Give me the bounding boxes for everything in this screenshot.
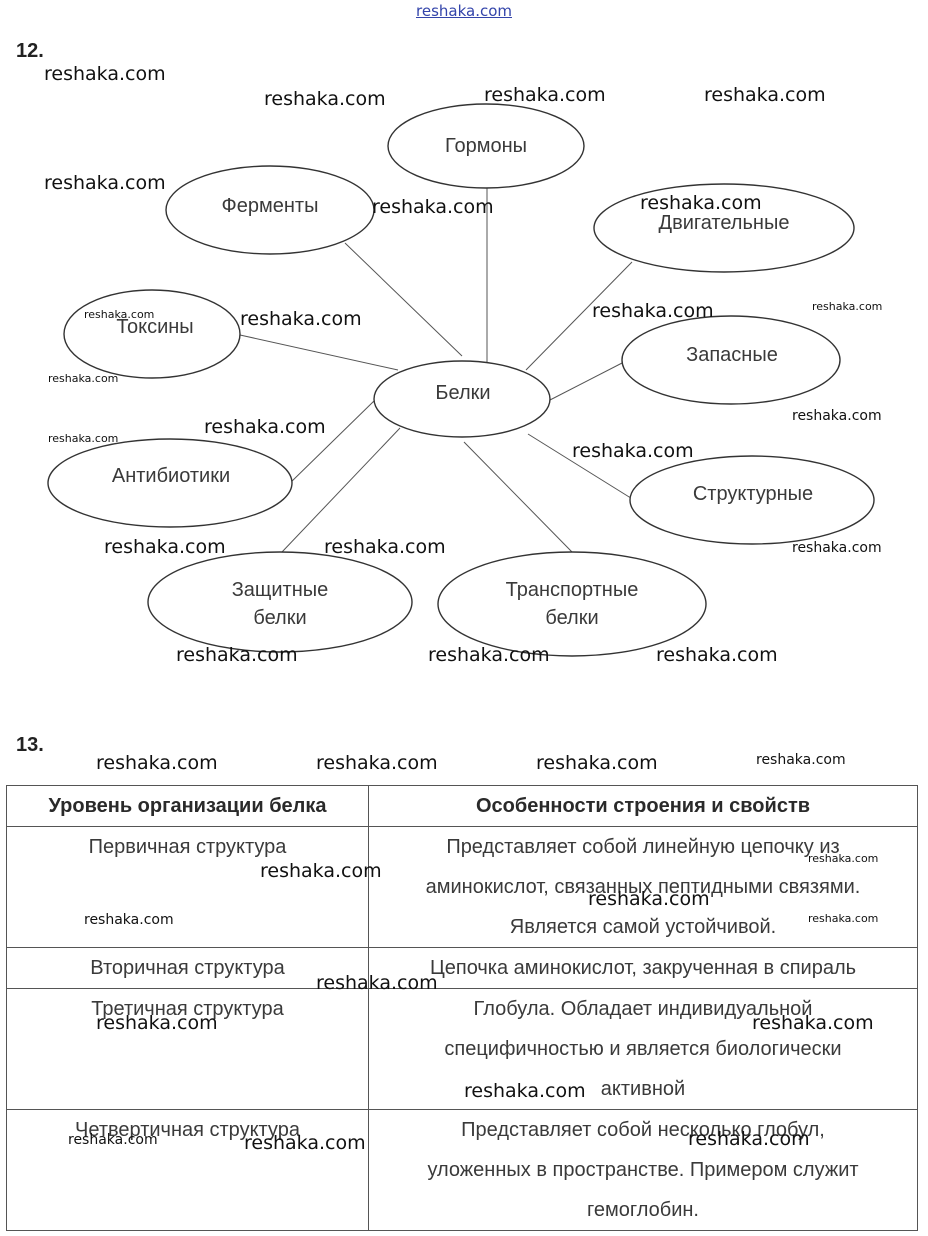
node-label-protective-line1: Защитные (232, 579, 329, 601)
node-center-proteins (373, 360, 551, 438)
table-header-row: Уровень организации белка Особенности ст… (6, 785, 918, 827)
features-line: аминокислот, связанных пептидными связям… (425, 876, 861, 898)
watermark: reshaka.com (428, 644, 550, 666)
node-label-hormones: Гормоны (445, 135, 527, 157)
table-row: Первичная структура Представляет собой л… (6, 826, 918, 948)
watermark: reshaka.com (84, 912, 174, 928)
watermark: reshaka.com (464, 1080, 586, 1102)
features-line: Представляет собой несколько глобул, (461, 1119, 825, 1141)
site-link[interactable]: reshaka.com (416, 2, 512, 20)
features-line: активной (600, 1078, 686, 1100)
watermark: reshaka.com (704, 84, 826, 106)
task-12-number: 12. (16, 40, 44, 62)
watermark: reshaka.com (176, 644, 298, 666)
node-structural (629, 455, 875, 545)
connector-toxins (239, 334, 399, 371)
node-toxins (63, 289, 241, 379)
node-transport (437, 551, 707, 657)
watermark: reshaka.com (84, 308, 155, 321)
features-line: Является самой устойчивой. (509, 916, 777, 938)
node-enzymes (165, 165, 375, 255)
connector-structural (527, 433, 635, 501)
connector-motor (525, 261, 633, 371)
connector-protective (281, 427, 401, 553)
watermark: reshaka.com (204, 416, 326, 438)
watermark: reshaka.com (316, 972, 438, 994)
watermark: reshaka.com (68, 1132, 158, 1148)
features-line: гемоглобин. (587, 1199, 699, 1221)
watermark: reshaka.com (372, 196, 494, 218)
protein-functions-diagram: Гормоны Ферменты Двигательные Токсины За… (47, 103, 875, 657)
watermark: reshaka.com (324, 536, 446, 558)
node-label-motor: Двигательные (659, 212, 790, 234)
connector-enzymes (344, 242, 463, 357)
header-features: Особенности строения и свойств (368, 785, 918, 827)
features-cell: Цепочка аминокислот, закрученная в спира… (368, 947, 918, 989)
watermark: reshaka.com (792, 408, 882, 424)
node-label-enzymes: Ферменты (222, 195, 319, 217)
connector-transport (463, 441, 573, 553)
features-line: специфичностью и является биологически (444, 1038, 842, 1060)
node-label-center: Белки (435, 382, 490, 404)
watermark: reshaka.com (240, 308, 362, 330)
watermark: reshaka.com (44, 172, 166, 194)
node-label-storage: Запасные (686, 344, 778, 366)
features-line: Глобула. Обладает индивидуальной (473, 998, 813, 1020)
node-storage (621, 315, 841, 405)
watermark: reshaka.com (808, 852, 879, 865)
watermark: reshaka.com (536, 752, 658, 774)
watermark: reshaka.com (752, 1012, 874, 1034)
node-protective (147, 551, 413, 653)
level-cell: Четвертичная структура (6, 1109, 369, 1231)
features-cell: Представляет собой несколько глобул, уло… (368, 1109, 918, 1231)
watermark: reshaka.com (48, 372, 119, 385)
watermark: reshaka.com (756, 752, 846, 768)
watermark: reshaka.com (244, 1132, 366, 1154)
watermark: reshaka.com (316, 752, 438, 774)
watermark: reshaka.com (572, 440, 694, 462)
level-cell: Вторичная структура (6, 947, 369, 989)
node-antibiotics (47, 438, 293, 528)
watermark: reshaka.com (688, 1128, 810, 1150)
features-line: Представляет собой линейную цепочку из (446, 836, 840, 858)
protein-structure-table: Уровень организации белка Особенности ст… (6, 785, 918, 1231)
table-row: Третичная структура Глобула. Обладает ин… (6, 988, 918, 1110)
watermark: reshaka.com (812, 300, 883, 313)
level-cell: Третичная структура (6, 988, 369, 1110)
watermark: reshaka.com (104, 536, 226, 558)
watermark: reshaka.com (48, 432, 119, 445)
node-label-transport-line2: белки (545, 607, 598, 629)
watermark: reshaka.com (808, 912, 879, 925)
node-label-antibiotics: Антибиотики (112, 465, 230, 487)
node-label-transport-line1: Транспортные (506, 579, 639, 601)
table-row: Четвертичная структура Представляет собо… (6, 1109, 918, 1231)
watermark: reshaka.com (260, 860, 382, 882)
table-row: Вторичная структура Цепочка аминокислот,… (6, 947, 918, 989)
watermark: reshaka.com (264, 88, 386, 110)
node-label-toxins: Токсины (116, 316, 193, 338)
connector-antibiotics (287, 399, 376, 486)
header-level: Уровень организации белка (6, 785, 369, 827)
task-13-number: 13. (16, 734, 44, 756)
node-hormones (387, 103, 585, 189)
features-cell: Глобула. Обладает индивидуальной специфи… (368, 988, 918, 1110)
watermark: reshaka.com (484, 84, 606, 106)
node-motor (593, 183, 855, 273)
level-cell: Первичная структура (6, 826, 369, 948)
watermark: reshaka.com (96, 1012, 218, 1034)
features-cell: Представляет собой линейную цепочку из а… (368, 826, 918, 948)
node-label-protective-line2: белки (253, 607, 306, 629)
watermark: reshaka.com (96, 752, 218, 774)
watermark: reshaka.com (588, 888, 710, 910)
node-label-structural: Структурные (693, 483, 813, 505)
watermark: reshaka.com (592, 300, 714, 322)
watermark: reshaka.com (44, 63, 166, 85)
watermark: reshaka.com (656, 644, 778, 666)
watermark: reshaka.com (792, 540, 882, 556)
features-line: уложенных в пространстве. Примером служи… (427, 1159, 859, 1181)
watermark: reshaka.com (640, 192, 762, 214)
features-line: Цепочка аминокислот, закрученная в спира… (429, 957, 857, 979)
connector-storage (549, 361, 625, 401)
